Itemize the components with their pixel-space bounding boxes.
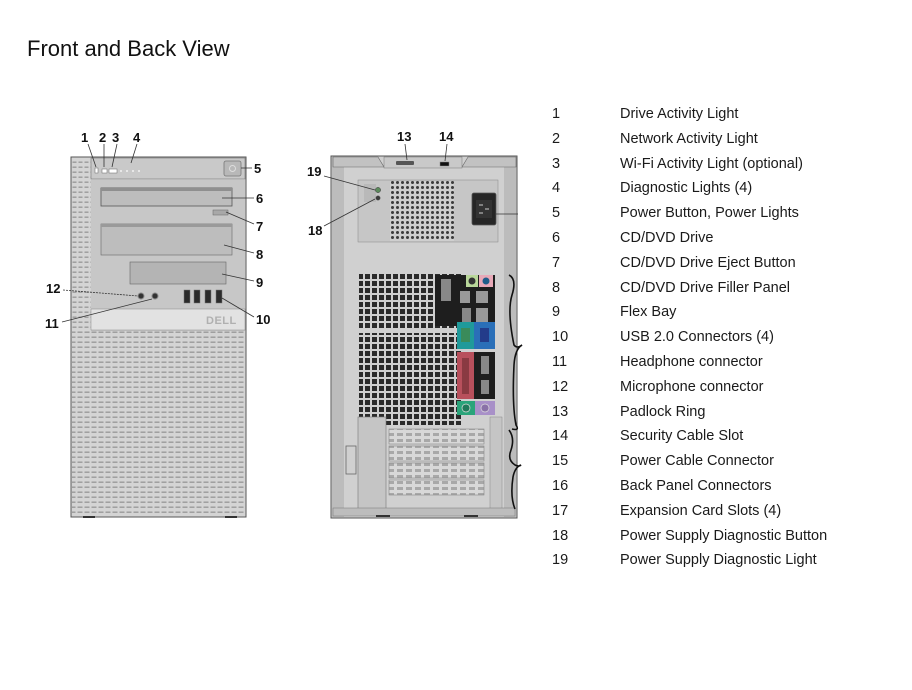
diagnostic-lights bbox=[120, 170, 140, 172]
callout-12: 12 bbox=[46, 281, 60, 296]
legend-number: 17 bbox=[552, 502, 569, 519]
callout-6: 6 bbox=[256, 191, 263, 206]
front-grille bbox=[72, 331, 245, 516]
front-callout-lines bbox=[61, 143, 255, 323]
padlock-ring bbox=[396, 161, 414, 165]
brace-expansion-slots bbox=[508, 429, 522, 510]
legend-label: Diagnostic Lights (4) bbox=[620, 180, 753, 197]
drive-filler-panel bbox=[100, 223, 233, 256]
callout-4: 4 bbox=[133, 130, 141, 145]
callout-10: 10 bbox=[256, 312, 270, 327]
network-port bbox=[462, 308, 471, 322]
back-view: 13 14 18 19 bbox=[307, 129, 523, 519]
front-view: DELL 1 2 3 4 5 6 7 8 9 10 11 bbox=[45, 130, 270, 518]
legend-label: Security Cable Slot bbox=[620, 428, 744, 445]
security-cable-slot bbox=[439, 161, 450, 167]
callout-8: 8 bbox=[256, 247, 263, 262]
back-callout-lines bbox=[323, 143, 448, 227]
legend-label: Flex Bay bbox=[620, 304, 677, 321]
legend-number: 13 bbox=[552, 403, 569, 420]
callout-19: 19 bbox=[307, 164, 321, 179]
legend-label: Wi-Fi Activity Light (optional) bbox=[620, 155, 803, 172]
wifi-activity-light bbox=[108, 168, 118, 174]
legend-label: CD/DVD Drive Eject Button bbox=[620, 254, 796, 271]
legend-label: Headphone connector bbox=[620, 353, 763, 370]
drive-activity-light bbox=[94, 167, 99, 174]
back-vent-lower bbox=[359, 333, 463, 425]
headphone-connector bbox=[151, 292, 159, 300]
usb-connectors bbox=[183, 289, 223, 304]
legend-number: 14 bbox=[552, 428, 569, 445]
microphone-connector bbox=[137, 292, 145, 300]
legend-label: USB 2.0 Connectors (4) bbox=[620, 329, 774, 346]
legend-number: 18 bbox=[552, 527, 569, 544]
usb-back-2 bbox=[476, 291, 488, 303]
legend-label: Expansion Card Slots (4) bbox=[620, 502, 782, 519]
callout-18: 18 bbox=[308, 223, 322, 238]
psu-diagnostic-light bbox=[375, 187, 381, 193]
callout-5: 5 bbox=[254, 161, 261, 176]
legend-number: 7 bbox=[552, 254, 561, 271]
legend-number: 8 bbox=[552, 279, 561, 296]
legend-number: 1 bbox=[552, 106, 561, 122]
legend-label: CD/DVD Drive bbox=[620, 229, 714, 246]
legend-label: Network Activity Light bbox=[620, 130, 758, 147]
expansion-slot-2 bbox=[388, 445, 485, 462]
callout-11: 11 bbox=[45, 316, 59, 331]
legend-label: Drive Activity Light bbox=[620, 106, 739, 122]
legend-label: Power Supply Diagnostic Button bbox=[620, 527, 828, 544]
callout-7: 7 bbox=[256, 219, 263, 234]
legend-number: 2 bbox=[552, 130, 561, 147]
legend-number: 5 bbox=[552, 205, 561, 222]
legend-number: 4 bbox=[552, 180, 561, 197]
serial-port bbox=[441, 279, 451, 301]
expansion-slot-4 bbox=[388, 479, 485, 496]
brand-panel bbox=[90, 308, 246, 331]
legend-label: Power Cable Connector bbox=[620, 453, 774, 470]
psu-vent bbox=[390, 181, 454, 241]
legend-label: Padlock Ring bbox=[620, 403, 706, 420]
network-activity-light bbox=[101, 168, 108, 174]
legend-number: 19 bbox=[552, 552, 569, 569]
callout-3: 3 bbox=[112, 130, 119, 145]
legend-label: Power Button, Power Lights bbox=[620, 205, 799, 222]
callout-9: 9 bbox=[256, 275, 263, 290]
brace-back-panel bbox=[508, 274, 523, 431]
legend-number: 10 bbox=[552, 329, 569, 346]
legend-label: Microphone connector bbox=[620, 378, 764, 395]
back-panel-connectors bbox=[435, 275, 495, 415]
flex-bay bbox=[129, 261, 227, 285]
eject-button[interactable] bbox=[212, 209, 229, 216]
expansion-slot-3 bbox=[388, 462, 485, 479]
legend-number: 11 bbox=[552, 353, 568, 370]
legend-number: 3 bbox=[552, 155, 561, 172]
front-top-panel bbox=[90, 157, 246, 180]
expansion-card-slots bbox=[388, 428, 485, 496]
legend-number: 12 bbox=[552, 378, 569, 395]
usb-back-1 bbox=[460, 291, 470, 303]
legend-label: Power Supply Diagnostic Light bbox=[620, 552, 817, 569]
page-title: Front and Back View bbox=[27, 36, 230, 61]
power-icon bbox=[229, 165, 236, 172]
front-side-grille bbox=[72, 158, 91, 330]
usb-back-3 bbox=[476, 308, 488, 322]
callout-2: 2 bbox=[99, 130, 106, 145]
dell-logo: DELL bbox=[206, 315, 237, 327]
callout-1: 1 bbox=[81, 130, 88, 145]
legend-number: 6 bbox=[552, 229, 561, 246]
callout-14: 14 bbox=[439, 129, 454, 144]
power-button[interactable] bbox=[223, 160, 242, 177]
psu-diagnostic-button[interactable] bbox=[375, 195, 381, 201]
legend-number: 9 bbox=[552, 304, 561, 321]
expansion-slot-1 bbox=[388, 428, 485, 445]
callout-13: 13 bbox=[397, 129, 411, 144]
legend-number: 16 bbox=[552, 477, 569, 494]
legend-label: Back Panel Connectors bbox=[620, 477, 772, 494]
legend-number: 15 bbox=[552, 453, 569, 470]
legend-label: CD/DVD Drive Filler Panel bbox=[620, 279, 791, 296]
